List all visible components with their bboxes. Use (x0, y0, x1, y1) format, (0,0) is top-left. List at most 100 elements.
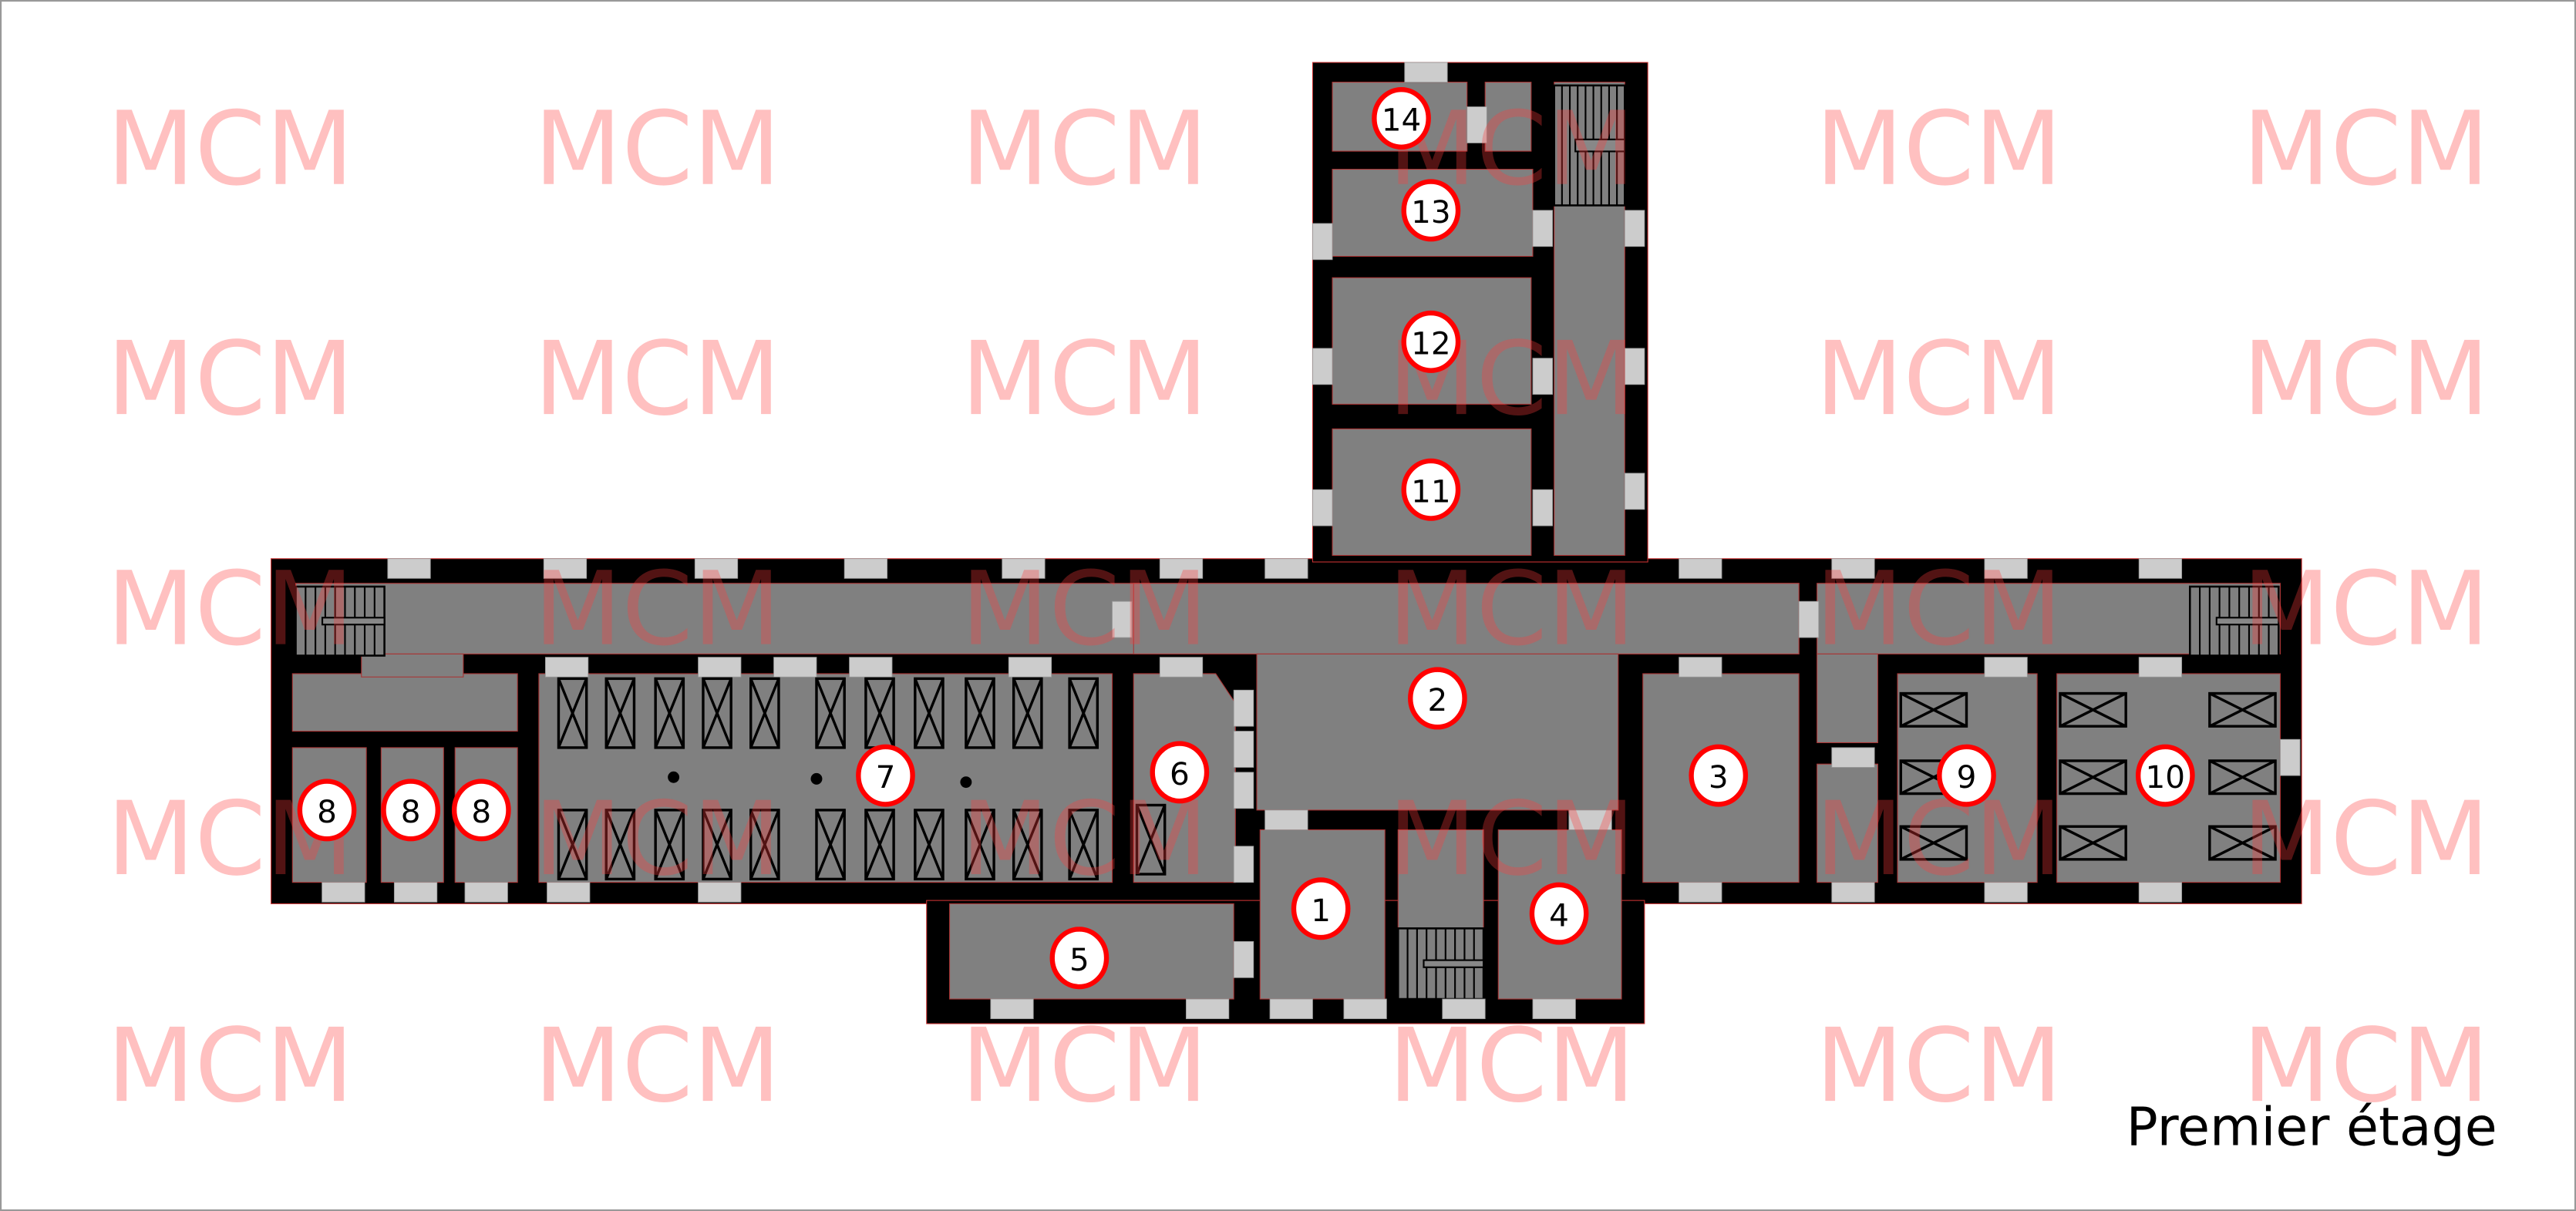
bed (2208, 691, 2277, 728)
room-number: 10 (2146, 759, 2186, 796)
watermark-text: MCM (106, 90, 353, 209)
watermark-text: MCM (534, 780, 780, 899)
watermark-text: MCM (1815, 320, 2062, 439)
room-1-marker: 1 (1291, 877, 1351, 940)
watermark-text: MCM (1815, 90, 2062, 209)
room-number: 8 (401, 793, 421, 830)
bed (965, 809, 995, 881)
window (2138, 882, 2183, 903)
bed (1012, 809, 1043, 881)
stair-west-icon (295, 585, 386, 657)
beds (557, 677, 2277, 881)
bed (815, 677, 846, 749)
window (1831, 882, 1875, 903)
window (2280, 738, 2301, 776)
window (694, 558, 739, 579)
room-number: 5 (1069, 941, 1089, 978)
watermark-text: MCM (534, 90, 780, 209)
watermark-text: MCM (961, 550, 1207, 669)
bed (604, 809, 636, 881)
bed (965, 677, 995, 749)
room-number: 14 (1382, 102, 1422, 139)
watermark-text: MCM (106, 550, 353, 669)
room-number: 6 (1170, 755, 1190, 792)
window (2138, 558, 2183, 579)
bed (702, 809, 732, 881)
room-13-marker: 13 (1401, 179, 1461, 242)
bed (1899, 825, 1968, 861)
window (1624, 473, 1645, 510)
central-corridor (1133, 583, 1800, 654)
window (1532, 998, 1576, 1020)
bed (654, 809, 685, 881)
window (1008, 657, 1052, 678)
window (1679, 882, 1722, 903)
room-number: 11 (1411, 473, 1451, 510)
room-2-marker: 2 (1408, 667, 1467, 730)
room-number: 9 (1957, 759, 1977, 796)
room-11-marker: 11 (1401, 458, 1461, 521)
bed (2208, 825, 2277, 861)
bed (1068, 809, 1099, 881)
bed (815, 809, 846, 881)
east-passage (1817, 763, 1878, 883)
window (1831, 558, 1875, 579)
stair-north-icon (1553, 84, 1626, 207)
room-6-marker: 6 (1150, 741, 1210, 804)
window (544, 657, 589, 678)
watermark-text: MCM (961, 1007, 1207, 1125)
window (1831, 747, 1875, 768)
room-8-hall (291, 673, 518, 732)
watermarks: MCM MCM MCM MCM MCM MCM MCM MCM MCM MCM MCM MCM MCM M… (106, 90, 2489, 1125)
window (393, 882, 438, 903)
window (1984, 882, 2028, 903)
room-5-marker: 5 (1049, 927, 1110, 990)
room-4-marker: 4 (1529, 882, 1589, 945)
room-10-marker: 10 (2135, 744, 2195, 807)
window (1159, 657, 1204, 678)
room-number: 1 (1311, 892, 1331, 929)
window (1568, 809, 1612, 830)
window (1233, 940, 1254, 978)
window (1442, 998, 1486, 1020)
window (2138, 657, 2183, 678)
room-number: 7 (876, 759, 896, 796)
window (1159, 558, 1204, 579)
bed (749, 809, 780, 881)
room-14-marker: 14 (1372, 86, 1431, 150)
room-number: 4 (1549, 896, 1569, 933)
window (1984, 657, 2028, 678)
window (1466, 106, 1487, 143)
watermark-text: MCM (1815, 780, 2062, 899)
room-9-marker: 9 (1937, 744, 1996, 807)
window (698, 882, 742, 903)
window (1679, 558, 1722, 579)
window (464, 882, 508, 903)
window (773, 657, 817, 678)
room-number: 8 (471, 793, 491, 830)
window (1233, 731, 1254, 768)
floor-title: Premier étage (2126, 1098, 2497, 1159)
room-number: 8 (317, 793, 337, 830)
watermark-text: MCM (1815, 1007, 2062, 1125)
bed (2059, 759, 2127, 796)
east-stair-hall (1817, 653, 1878, 744)
watermark-text: MCM (1388, 780, 1635, 899)
watermark-text: MCM (1388, 1007, 1635, 1125)
room-number: 12 (1411, 325, 1451, 362)
bed (2059, 691, 2127, 728)
north-closet (1484, 82, 1532, 152)
watermark-text: MCM (106, 320, 353, 439)
window (844, 558, 888, 579)
bed (1899, 691, 1968, 728)
room-8-passage (361, 653, 464, 678)
bed (2208, 759, 2277, 796)
window (1312, 489, 1333, 526)
pillars (668, 771, 972, 789)
window (1185, 998, 1230, 1020)
stair-east-icon (2188, 585, 2280, 657)
watermark-text: MCM (2242, 90, 2489, 209)
watermark-text: MCM (534, 550, 780, 669)
